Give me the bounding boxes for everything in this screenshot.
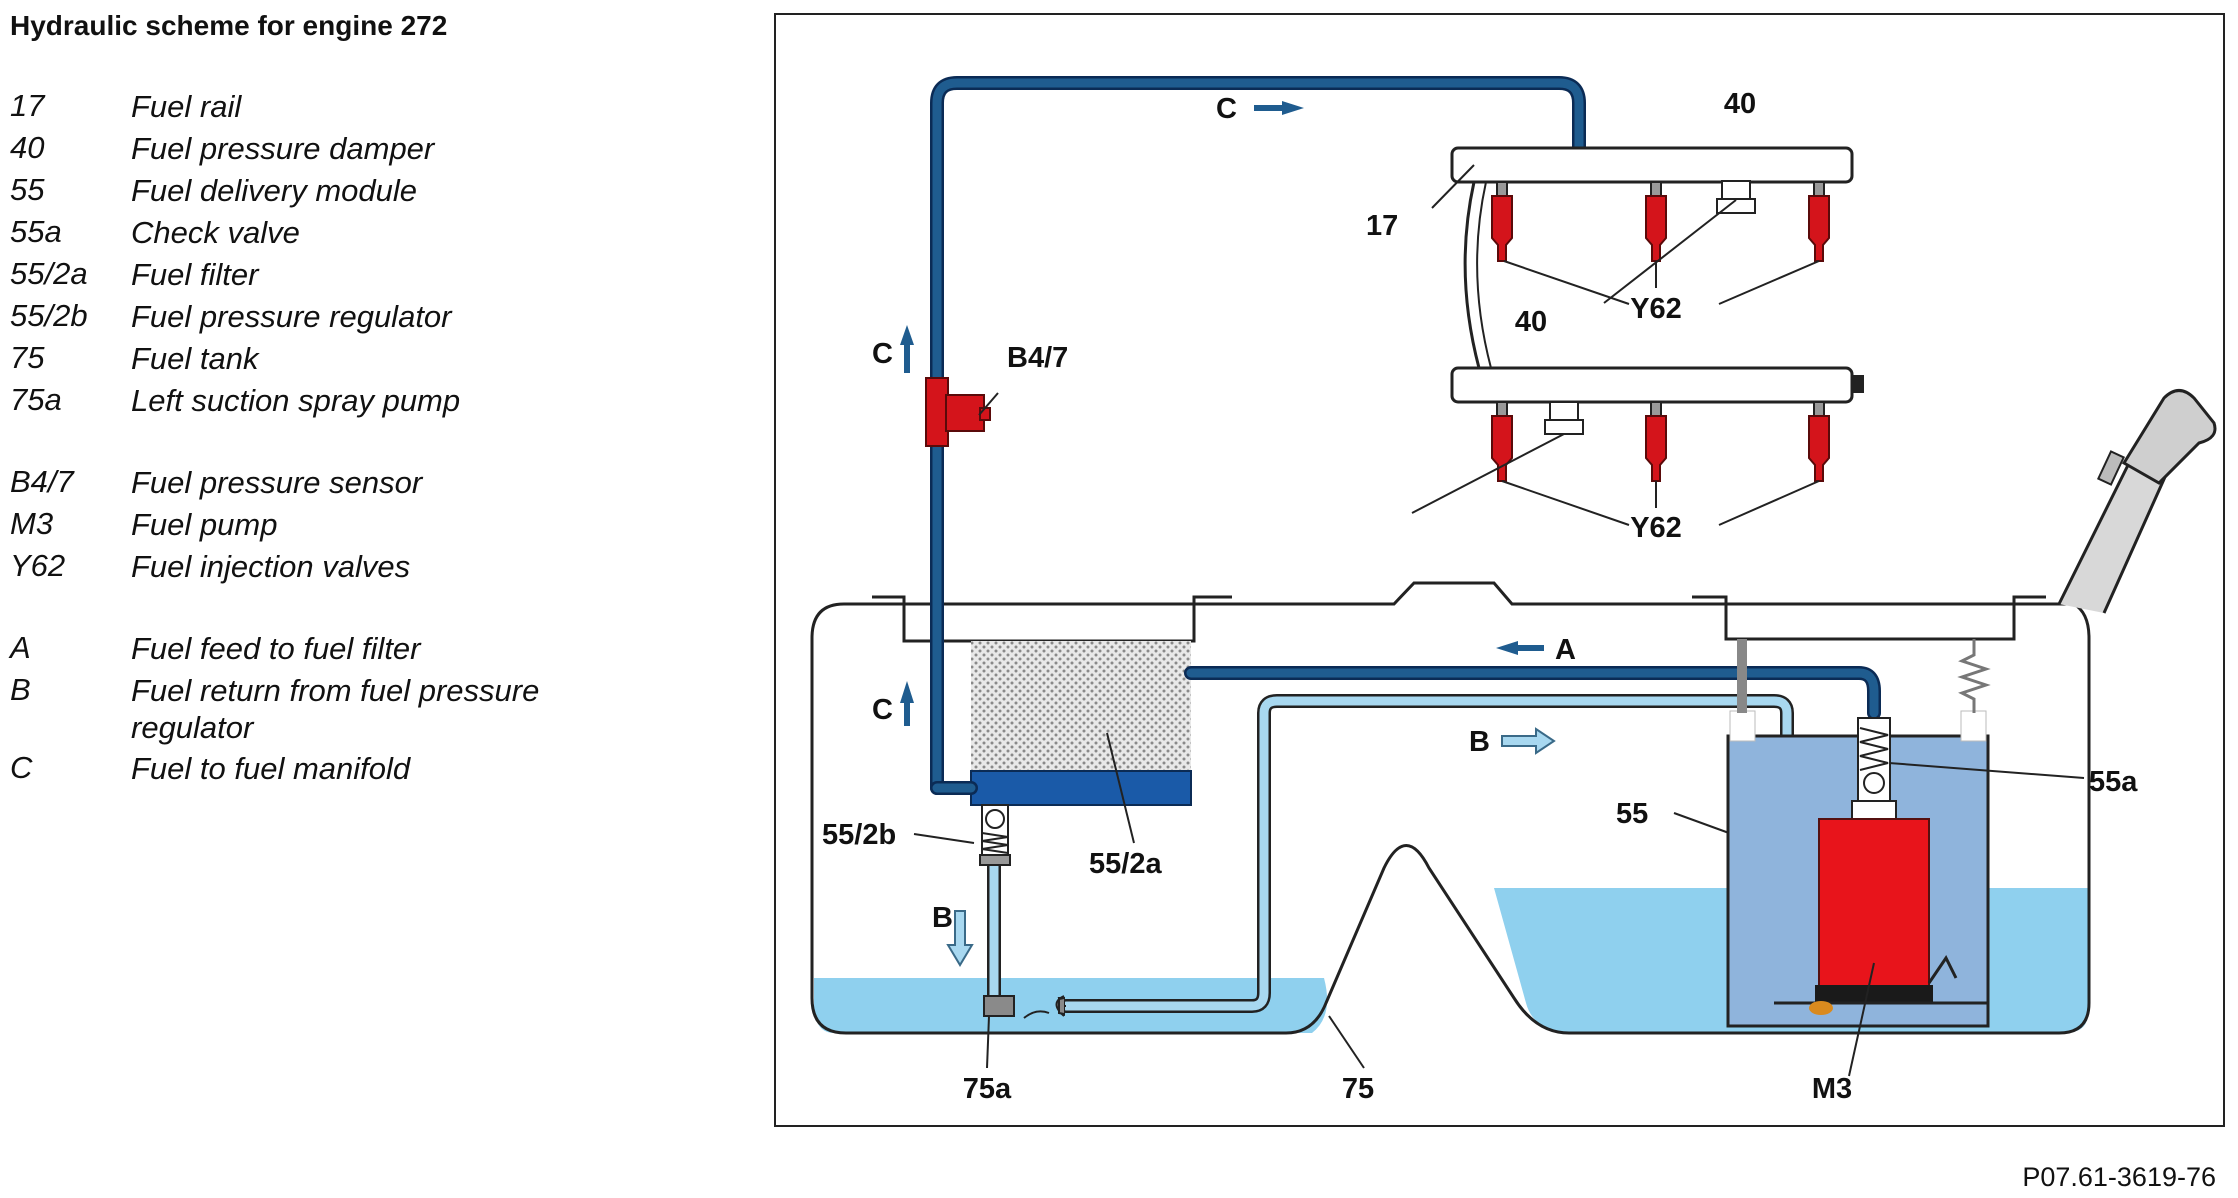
label-y62-bottom: Y62	[1630, 512, 1682, 544]
legend-desc: Fuel rail	[131, 89, 242, 124]
legend-desc: Left suction spray pump	[131, 383, 461, 418]
legend-code: M3	[10, 506, 54, 541]
label-b47: B4/7	[1007, 342, 1068, 374]
legend-code: B4/7	[10, 464, 74, 499]
legend-item: A Fuel feed to fuel filter	[10, 630, 710, 672]
fuel-filter	[970, 641, 1192, 806]
label-m3: M3	[1812, 1073, 1852, 1105]
legend-code: A	[10, 630, 31, 665]
arrow-down-icon	[946, 910, 974, 967]
legend-item: 55a Check valve	[10, 214, 710, 256]
legend-code: 55	[10, 172, 45, 207]
label-c-tank: C	[872, 694, 893, 726]
legend-desc: Fuel pressure damper	[131, 131, 435, 166]
label-y62-top: Y62	[1630, 293, 1682, 325]
legend-desc: Fuel tank	[131, 341, 259, 376]
legend-code: 75a	[10, 382, 62, 417]
legend-item: M3 Fuel pump	[10, 506, 710, 548]
hydraulic-diagram: C C C A B B B4/7 17 40 40 Y62 Y62 55 55a…	[810, 76, 2217, 1105]
legend-desc: Fuel filter	[131, 257, 259, 292]
diagram-frame	[774, 13, 2225, 1127]
legend-desc: Fuel pressure regulator	[131, 299, 452, 334]
fuel-pressure-sensor	[925, 377, 991, 447]
label-b-down: B	[932, 902, 953, 934]
legend-item: Y62 Fuel injection valves	[10, 548, 710, 590]
arrow-left-icon	[1496, 641, 1544, 655]
legend-desc: Fuel pump	[131, 507, 278, 542]
legend-code: 55/2b	[10, 298, 88, 333]
page-title: Hydraulic scheme for engine 272	[10, 10, 448, 41]
legend-item: 55/2b Fuel pressure regulator	[10, 298, 710, 340]
label-55-2b: 55/2b	[822, 819, 896, 851]
legend-code: 17	[10, 88, 45, 123]
injectors-bottom	[1491, 401, 1830, 482]
label-55: 55	[1616, 798, 1648, 830]
legend-item: 75 Fuel tank	[10, 340, 710, 382]
arrow-up-icon	[900, 681, 914, 726]
legend-code: 55/2a	[10, 256, 88, 291]
label-75a: 75a	[963, 1073, 1012, 1105]
legend-item: B4/7 Fuel pressure sensor	[10, 464, 710, 506]
label-55a: 55a	[2089, 766, 2138, 798]
legend-item: 40 Fuel pressure damper	[10, 130, 710, 172]
figure-reference: P07.61-3619-76	[2022, 1162, 2216, 1192]
feed-lines	[930, 76, 1881, 795]
label-b-right: B	[1469, 726, 1490, 758]
legend-code: Y62	[10, 548, 66, 583]
label-40-bottom: 40	[1515, 306, 1547, 338]
arrow-right-icon	[1254, 101, 1304, 115]
suction-spray-pump	[983, 995, 1066, 1019]
legend-item: 75a Left suction spray pump	[10, 382, 710, 424]
legend-item: C Fuel to fuel manifold	[10, 750, 710, 792]
fuel-rail-bottom	[1450, 366, 1864, 435]
legend-item: 55/2a Fuel filter	[10, 256, 710, 298]
arrow-right-icon	[1501, 727, 1556, 755]
label-40-top: 40	[1724, 88, 1756, 120]
legend-code: C	[10, 750, 33, 785]
label-55-2a: 55/2a	[1089, 848, 1162, 880]
legend-item: 55 Fuel delivery module	[10, 172, 710, 214]
pressure-regulator	[979, 804, 1011, 866]
legend-item: B Fuel return from fuel pressure regulato…	[10, 672, 710, 750]
label-75: 75	[1342, 1073, 1374, 1105]
legend-code: 75	[10, 340, 45, 375]
legend-item: 17 Fuel rail	[10, 88, 710, 130]
legend-desc: Fuel to fuel manifold	[131, 751, 411, 786]
injectors-top	[1491, 181, 1830, 262]
label-a: A	[1555, 634, 1576, 666]
legend-desc: Fuel pressure sensor	[131, 465, 423, 500]
fuel-delivery-module	[1726, 639, 1991, 1028]
legend-desc: Fuel feed to fuel filter	[131, 631, 421, 666]
label-c-top: C	[1216, 93, 1237, 125]
legend-code: 55a	[10, 214, 62, 249]
legend-code: B	[10, 672, 31, 707]
arrow-up-icon	[900, 325, 914, 373]
legend-desc: Fuel injection valves	[131, 549, 411, 584]
legend-desc: Check valve	[131, 215, 300, 250]
label-c-left: C	[872, 338, 893, 370]
leader-lines	[913, 164, 2085, 1077]
legend-desc: Fuel delivery module	[131, 173, 418, 208]
legend-code: 40	[10, 130, 45, 165]
label-17: 17	[1366, 210, 1398, 242]
legend-desc: Fuel return from fuel pressure regulator	[131, 673, 540, 745]
